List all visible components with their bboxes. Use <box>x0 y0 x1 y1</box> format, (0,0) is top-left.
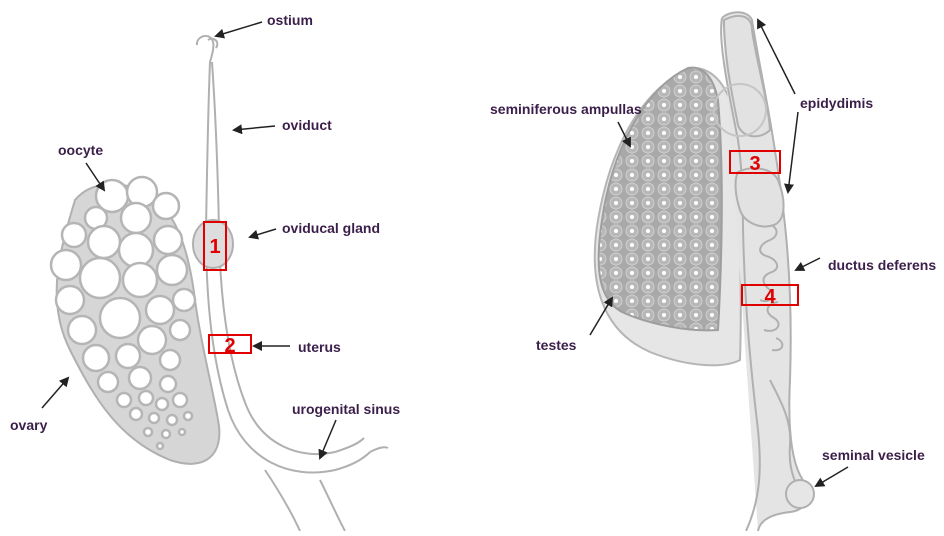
label-seminiferous-ampullas: seminiferous ampullas <box>490 101 642 117</box>
arrow-oviducal-gland <box>250 229 276 237</box>
label-ovary: ovary <box>10 417 48 433</box>
marker-box-1-label: 1 <box>209 236 220 258</box>
marker-box-3-label: 3 <box>749 153 760 175</box>
seminal-vesicle-shape <box>786 480 814 508</box>
arrow-oviduct <box>234 126 275 130</box>
label-seminal-vesicle: seminal vesicle <box>822 447 925 463</box>
label-oviduct: oviduct <box>282 117 332 133</box>
marker-box-4-label: 4 <box>764 286 776 308</box>
male-reproductive-tract: 3 4 <box>595 12 814 531</box>
female-reproductive-tract: 1 2 <box>51 36 388 531</box>
label-testes: testes <box>536 337 577 353</box>
label-oocyte: oocyte <box>58 142 103 158</box>
label-oviducal-gland: oviducal gland <box>282 220 380 236</box>
oviduct-tube <box>197 36 388 531</box>
arrow-seminal-vesicle <box>816 467 848 486</box>
arrow-ductus-deferens <box>796 258 820 270</box>
arrow-ostium <box>216 22 262 36</box>
label-ostium: ostium <box>267 12 313 28</box>
label-uterus: uterus <box>298 339 341 355</box>
label-epidydimis: epidydimis <box>800 95 873 111</box>
marker-box-2: 2 <box>209 335 251 357</box>
label-ductus-deferens: ductus deferens <box>828 257 936 273</box>
marker-box-2-label: 2 <box>224 335 235 357</box>
arrow-ovary <box>42 378 68 408</box>
label-urogenital-sinus: urogenital sinus <box>292 401 400 417</box>
arrow-epidydimis-down <box>788 112 798 192</box>
